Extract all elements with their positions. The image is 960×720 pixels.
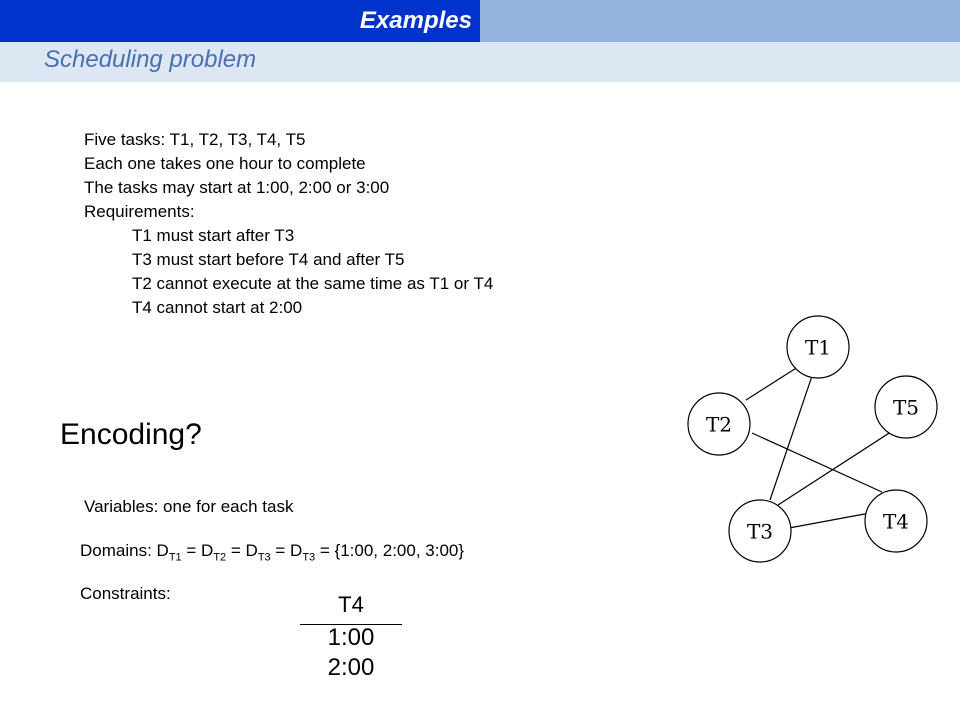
edge-t3-t4: [788, 512, 871, 529]
node-t1: [786, 315, 850, 379]
problem-line: Each one takes one hour to complete: [84, 154, 366, 173]
domain-subscript: T3: [302, 551, 316, 564]
domain-text: = D: [181, 541, 214, 560]
node-label-t3: T3: [747, 520, 773, 544]
edge-t2-t4: [751, 432, 883, 493]
constraint-table-value: 2:00: [327, 654, 375, 681]
variables-line: Variables: one for each task: [84, 497, 294, 516]
header-accent-bar: [480, 0, 960, 42]
slide-subtitle: Scheduling problem: [44, 46, 257, 73]
node-t4: [864, 489, 928, 553]
encoding-heading: Encoding?: [60, 418, 202, 451]
problem-line: Requirements:: [84, 202, 195, 221]
node-label-t1: T1: [805, 336, 831, 360]
node-t2: [687, 392, 751, 456]
domain-text: = {1:00, 2:00, 3:00}: [315, 541, 465, 560]
requirement-item: T2 cannot execute at the same time as T1…: [132, 274, 494, 293]
domain-subscript: T2: [213, 551, 227, 564]
domain-text: = D: [226, 541, 258, 560]
requirement-item: T1 must start after T3: [132, 226, 295, 245]
domain-text: = D: [270, 541, 303, 560]
domains-line: Domains: DT1 = DT2 = DT3 = DT3 = {1:00, …: [80, 541, 464, 563]
constraints-label: Constraints:: [80, 584, 171, 603]
domain-subscript: T3: [257, 551, 271, 564]
node-label-t4: T4: [883, 510, 909, 534]
domain-subscript: T1: [168, 551, 182, 564]
node-label-t2: T2: [706, 413, 732, 437]
node-label-t5: T5: [893, 396, 919, 420]
domains-prefix: Domains: D: [80, 541, 169, 560]
constraint-table-divider: [300, 624, 402, 625]
constraint-table-value: 1:00: [327, 624, 375, 651]
requirement-item: T3 must start before T4 and after T5: [132, 250, 405, 269]
edge-t1-t3: [769, 375, 813, 501]
node-t5: [874, 375, 938, 439]
edge-t1-t2: [745, 364, 802, 401]
section-title: Examples: [359, 7, 472, 34]
constraint-graph: T1 T2 T3 T4 T5: [687, 315, 938, 563]
constraint-table-header: T4: [338, 592, 364, 617]
requirement-item: T4 cannot start at 2:00: [132, 298, 303, 317]
problem-line: The tasks may start at 1:00, 2:00 or 3:0…: [84, 178, 390, 197]
subtitle-band: [0, 42, 960, 82]
header-bar: [0, 0, 480, 42]
edge-t3-t5: [777, 425, 901, 506]
problem-line: Five tasks: T1, T2, T3, T4, T5: [84, 130, 306, 149]
node-t3: [728, 499, 792, 563]
